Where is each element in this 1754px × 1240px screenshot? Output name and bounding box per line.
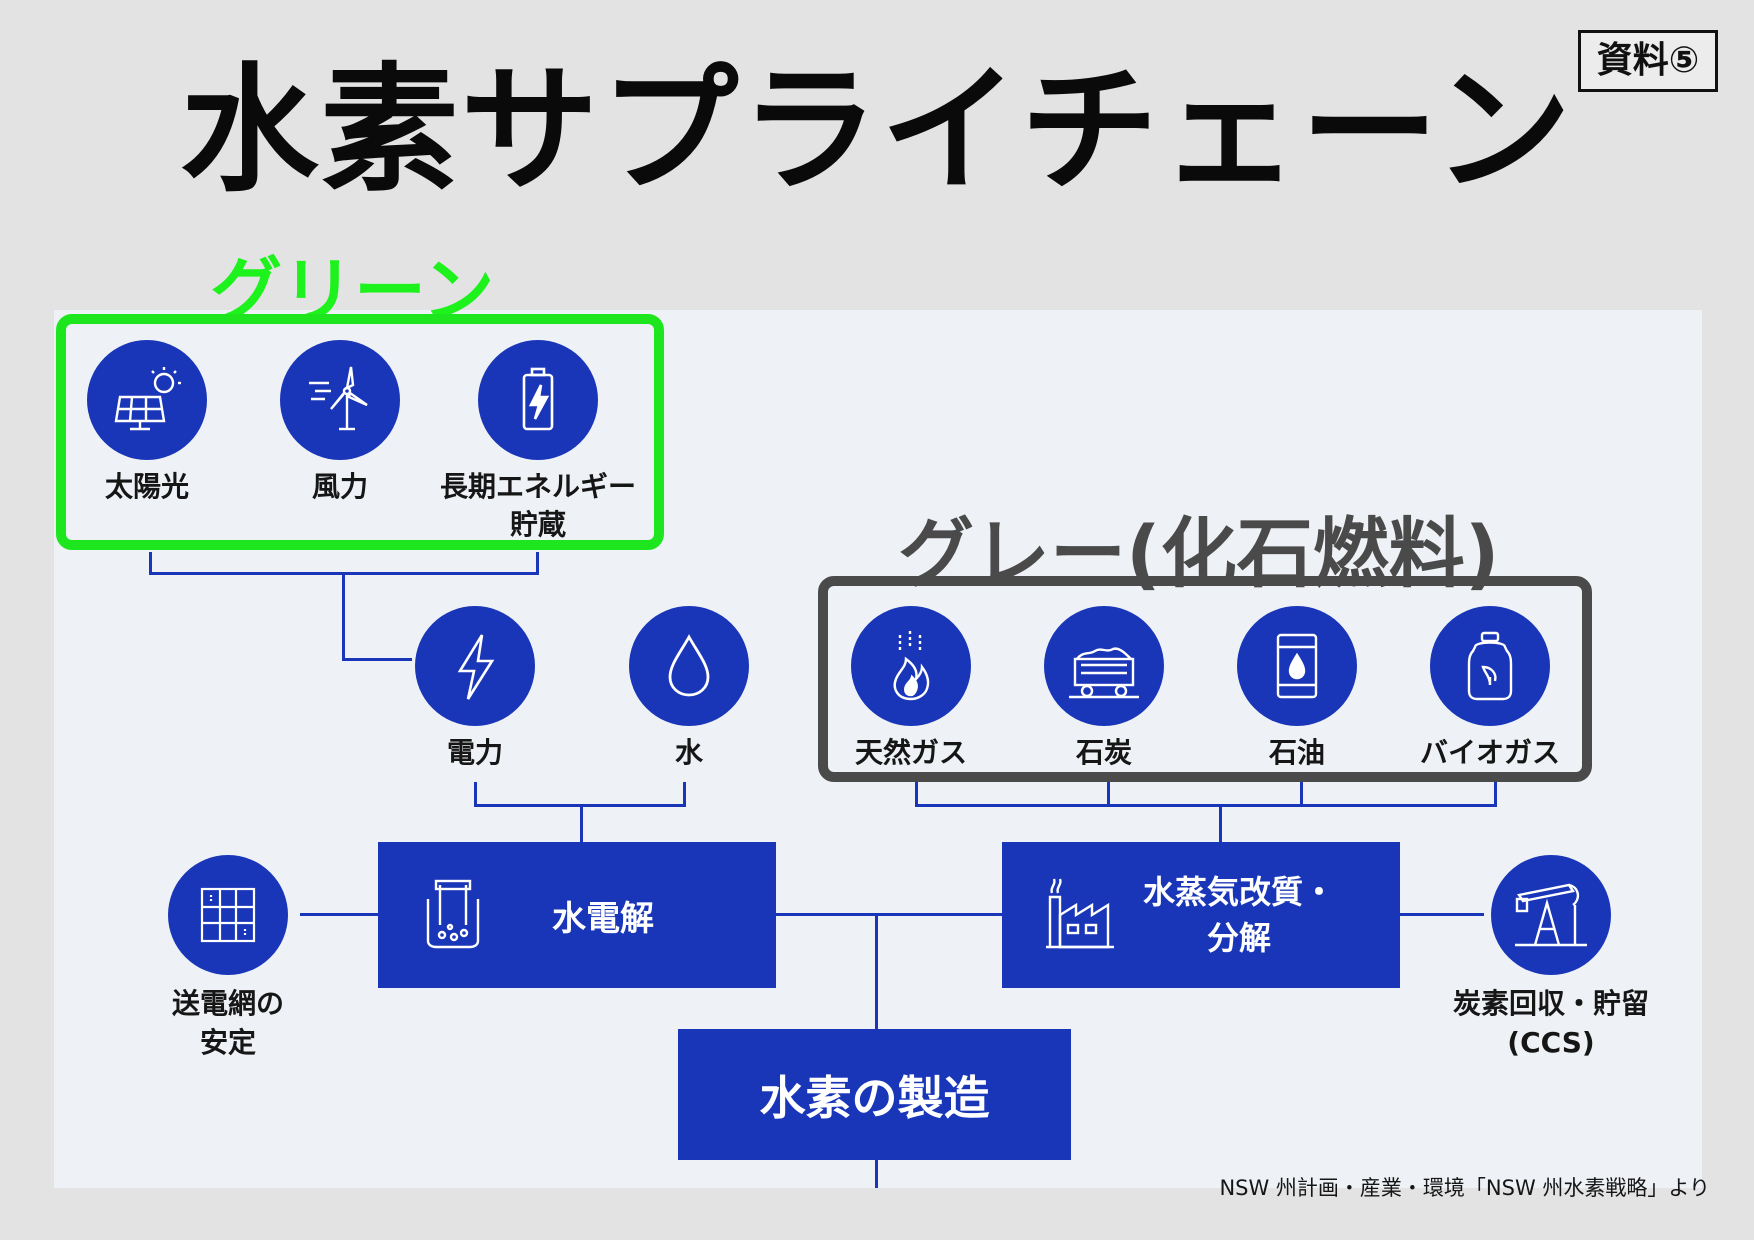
document-badge: 資料⑤	[1578, 30, 1718, 92]
connector-line	[915, 782, 918, 806]
connector-line	[1400, 913, 1484, 916]
source-label-solar: 太陽光	[104, 470, 189, 503]
flame-icon	[851, 606, 971, 726]
connector-line	[580, 804, 583, 842]
source-label-storage-line2: 貯蔵	[509, 508, 566, 541]
wind-turbine-icon	[280, 340, 400, 460]
lightning-icon	[415, 606, 535, 726]
solar-panel-icon	[87, 340, 207, 460]
page-title: 水素サプライチェーン	[180, 50, 1574, 211]
grid-label-line2: 安定	[199, 1026, 256, 1059]
source-label-storage: 長期エネルギー	[439, 470, 636, 503]
oil-barrel-icon	[1237, 606, 1357, 726]
coal-cart-icon	[1044, 606, 1164, 726]
connector-line	[342, 658, 412, 661]
source-credit: NSW 州計画・産業・環境「NSW 州水素戦略」より	[1219, 1176, 1710, 1200]
electrolysis-box: 水電解	[378, 842, 776, 988]
connector-line	[1494, 782, 1497, 806]
connector-line	[149, 552, 152, 574]
ccs-label-line2: (CCS)	[1507, 1026, 1595, 1059]
pump-jack-icon	[1491, 855, 1611, 975]
green-group-frame	[56, 314, 664, 550]
connector-line	[474, 782, 477, 806]
connector-line	[1219, 804, 1222, 842]
gray-group-frame	[818, 576, 1592, 782]
battery-icon	[478, 340, 598, 460]
fossil-label-natural-gas: 天然ガス	[854, 736, 967, 769]
hydrogen-production-box: 水素の製造	[678, 1029, 1071, 1160]
input-label-electricity: 電力	[446, 736, 503, 769]
connector-line	[683, 782, 686, 806]
ccs-label-line1: 炭素回収・貯留	[1452, 987, 1649, 1020]
reforming-label-line2: 分解	[1206, 919, 1271, 957]
factory-icon	[1042, 875, 1118, 955]
source-label-wind: 風力	[311, 470, 368, 503]
electrolyzer-icon	[418, 875, 488, 955]
connector-line	[875, 913, 878, 1029]
gas-cylinder-icon	[1430, 606, 1550, 726]
electrolysis-label: 水電解	[552, 898, 654, 939]
reforming-box: 水蒸気改質・ 分解	[1002, 842, 1400, 988]
fossil-label-coal: 石炭	[1075, 736, 1132, 769]
connector-line	[536, 552, 539, 574]
fossil-label-oil: 石油	[1268, 736, 1325, 769]
grid-icon	[168, 855, 288, 975]
hydrogen-production-label: 水素の製造	[759, 1070, 990, 1125]
reforming-label-line1: 水蒸気改質・	[1142, 873, 1335, 911]
water-drop-icon	[629, 606, 749, 726]
connector-line	[875, 1160, 878, 1188]
fossil-label-biogas: バイオガス	[1419, 736, 1560, 769]
grid-label-line1: 送電網の	[171, 987, 284, 1020]
connector-line	[342, 572, 345, 661]
connector-line	[300, 913, 378, 916]
input-label-water: 水	[674, 736, 703, 769]
connector-line	[1107, 782, 1110, 806]
connector-line	[1300, 782, 1303, 806]
connector-line	[915, 804, 1497, 807]
connector-line	[776, 913, 1002, 916]
